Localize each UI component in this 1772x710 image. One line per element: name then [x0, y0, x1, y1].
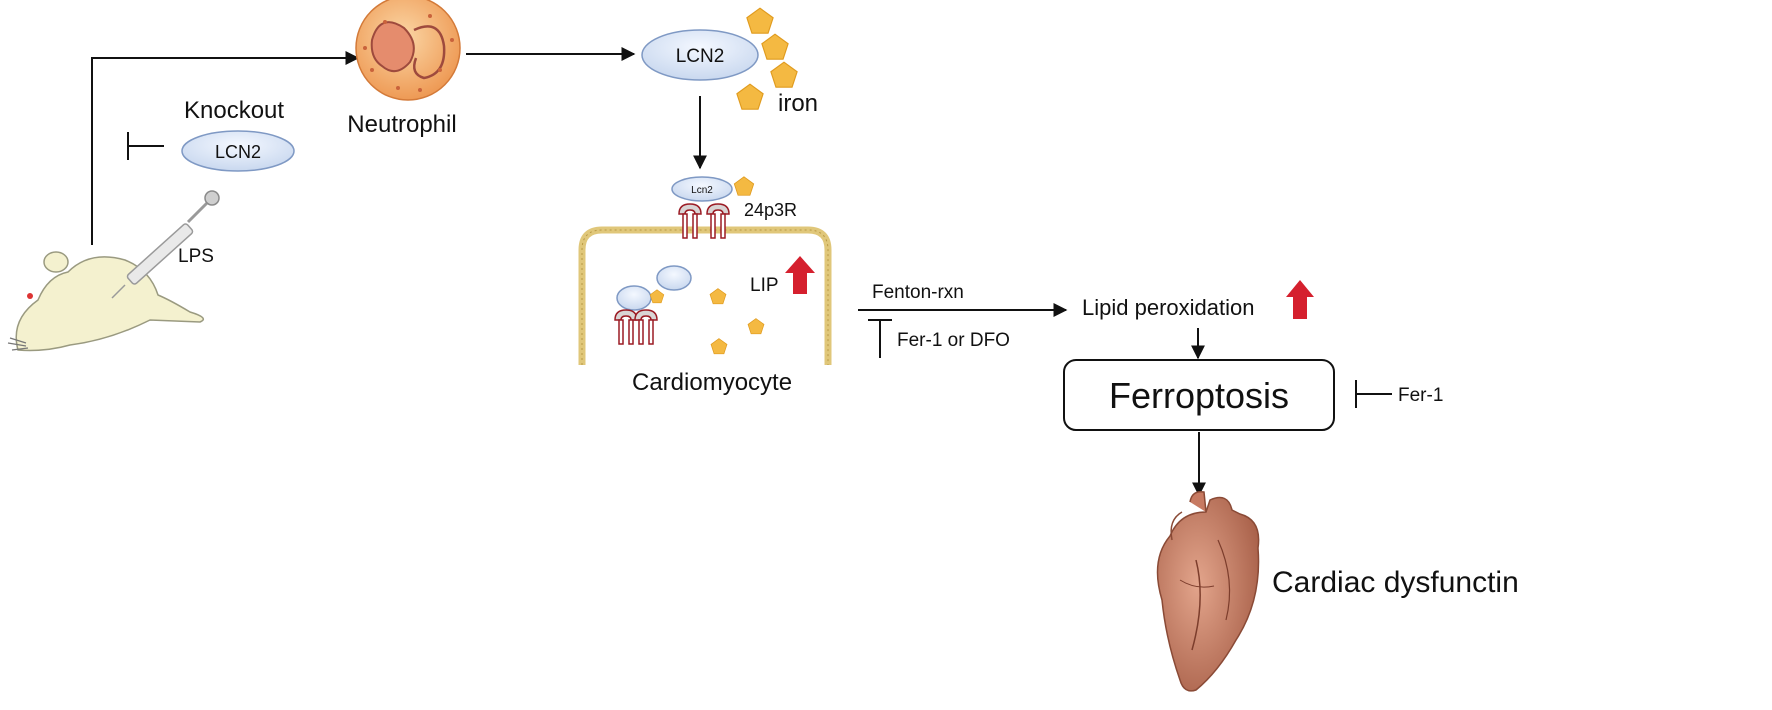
free-iron-icon: [709, 288, 765, 355]
lcn2-bound-ellipse: [671, 176, 733, 202]
up-arrow-icon-2: [1286, 280, 1314, 319]
ferroptosis-label: Ferroptosis: [1109, 375, 1289, 416]
lcn2-bound-label: Lcn2: [691, 185, 713, 196]
fer-dfo-label: Fer-1 or DFO: [897, 330, 1010, 351]
cardiomyocyte-label: Cardiomyocyte: [632, 369, 792, 396]
syringe-icon: [111, 190, 220, 299]
lcn2-knockout-ellipse: [181, 130, 295, 172]
receptor-label: 24p3R: [744, 200, 797, 220]
lcn2-internal-ellipse: [656, 265, 692, 291]
iron-bound-icon: [733, 176, 755, 196]
fer1-label: Fer-1: [1398, 385, 1443, 406]
lipid-peroxidation-label: Lipid peroxidation: [1082, 295, 1254, 320]
neutrophil-label: Neutrophil: [347, 111, 456, 138]
mouse-icon: [7, 251, 205, 352]
lcn2-secreted-label: LCN2: [676, 46, 725, 67]
heart-icon: [1156, 490, 1260, 692]
cardiac-dysfunction-label: Cardiac dysfunctin: [1272, 566, 1519, 599]
iron-label: iron: [778, 90, 818, 117]
internal-receptor-icon: [614, 309, 658, 345]
lcn2-endosome-ellipse: [616, 285, 652, 311]
fenton-label: Fenton-rxn: [872, 282, 964, 303]
neutrophil-icon: [355, 0, 461, 101]
fer-dfo-inhibition: [868, 319, 892, 358]
mouse-to-neutrophil-arrow: [91, 51, 360, 245]
fer1-inhibition: [1355, 380, 1392, 408]
lps-label: LPS: [178, 246, 214, 267]
lip-label: LIP: [750, 275, 779, 296]
knockout-label: Knockout: [184, 97, 284, 124]
lcn2-knockout-label: LCN2: [215, 142, 261, 162]
lcn2-secreted-ellipse: [641, 29, 759, 81]
up-arrow-icon: [785, 256, 815, 294]
ferroptosis-box: [1063, 359, 1335, 431]
knockout-inhibition: [127, 132, 164, 160]
